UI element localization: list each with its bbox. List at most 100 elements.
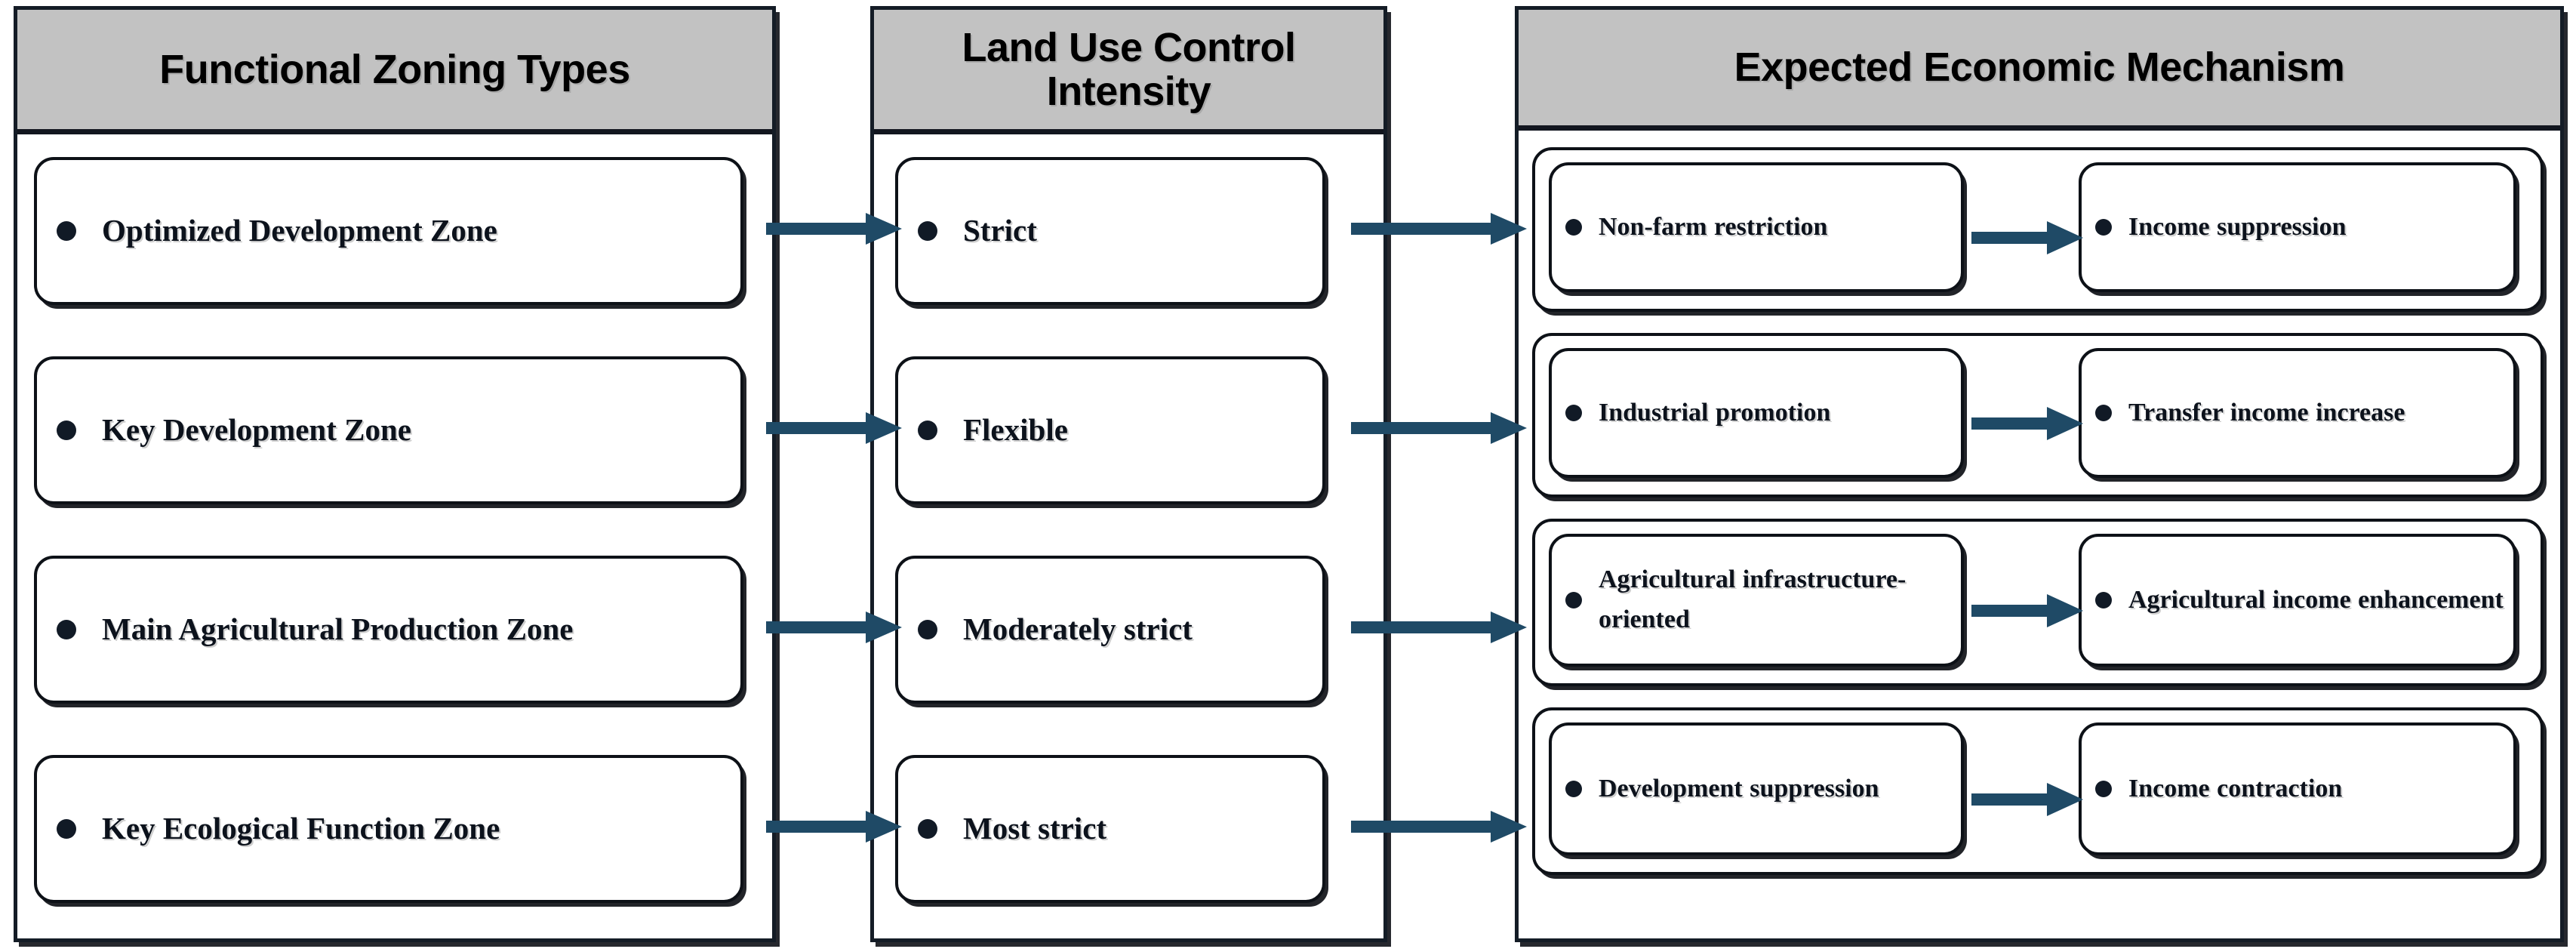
card-content: Flexible <box>898 406 1322 454</box>
panel-land-use-control-intensity: Land Use Control Intensity Strict Flexib… <box>870 6 1387 942</box>
card-label: Moderately strict <box>963 612 1193 647</box>
arrow-head <box>1491 612 1527 643</box>
card-key-development-zone[interactable]: Key Development Zone <box>34 356 743 504</box>
mechanism-cause-card-1[interactable]: Non-farm restriction <box>1549 162 1964 292</box>
arrow-shaft <box>1351 422 1494 434</box>
arrow-head <box>866 811 902 843</box>
mechanism-effect-card-2[interactable]: Transfer income increase <box>2079 348 2516 478</box>
bullet-icon <box>918 220 937 241</box>
mechanism-cause-label: Industrial promotion <box>1599 398 1831 427</box>
mechanism-cause-label: Agricultural infrastructure-oriented <box>1599 565 1907 633</box>
arrow-cause-to-effect-3 <box>1971 594 2083 627</box>
mechanism-group-2: Industrial promotion Transfer income inc… <box>1532 333 2544 498</box>
card-content: Strict <box>898 207 1322 255</box>
mechanism-group-4: Development suppression Income contracti… <box>1532 707 2544 875</box>
card-content: Key Ecological Function Zone <box>37 805 740 853</box>
arrow-zone-to-intensity-1 <box>766 213 902 245</box>
bullet-icon <box>1565 219 1582 236</box>
mechanism-group-3: Agricultural infrastructure-oriented Agr… <box>1532 519 2544 686</box>
bullet-icon <box>57 220 76 241</box>
card-content: Most strict <box>898 805 1322 853</box>
arrow-intensity-to-mechanism-3 <box>1351 612 1527 643</box>
bullet-icon <box>57 818 76 839</box>
arrow-shaft <box>1351 223 1494 235</box>
panel-header-expected-economic-mechanism: Expected Economic Mechanism <box>1519 10 2560 131</box>
bullet-icon <box>918 619 937 639</box>
arrow-shaft <box>766 821 870 833</box>
mechanism-cause-label: Development suppression <box>1599 774 1879 803</box>
card-label: Strict <box>963 213 1037 248</box>
arrow-shaft <box>1971 232 2051 244</box>
arrow-shaft <box>1351 621 1494 633</box>
card-label: Optimized Development Zone <box>102 213 497 248</box>
arrow-intensity-to-mechanism-4 <box>1351 811 1527 843</box>
card-content: Main Agricultural Production Zone <box>37 605 740 654</box>
arrow-intensity-to-mechanism-2 <box>1351 412 1527 444</box>
mechanism-group-1: Non-farm restriction Income suppression <box>1532 147 2544 312</box>
bullet-icon <box>918 420 937 440</box>
arrow-head <box>2047 783 2083 816</box>
panel-header-functional-zoning-types: Functional Zoning Types <box>17 10 772 134</box>
arrow-head <box>1491 412 1527 444</box>
card-strict[interactable]: Strict <box>895 157 1325 305</box>
panel-functional-zoning-types: Functional Zoning Types Optimized Develo… <box>14 6 776 942</box>
card-most-strict[interactable]: Most strict <box>895 755 1325 903</box>
arrow-cause-to-effect-1 <box>1971 221 2083 254</box>
bullet-icon <box>57 420 76 440</box>
mechanism-effect-label: Transfer income increase <box>2128 398 2405 427</box>
card-label: Most strict <box>963 811 1107 846</box>
arrow-zone-to-intensity-2 <box>766 412 902 444</box>
arrow-head <box>2047 407 2083 440</box>
bullet-icon <box>1565 405 1582 421</box>
mechanism-cause-card-2[interactable]: Industrial promotion <box>1549 348 1964 478</box>
panel-body-expected-economic-mechanism: Non-farm restriction Income suppression … <box>1519 131 2560 941</box>
card-content: Optimized Development Zone <box>37 207 740 255</box>
arrow-head <box>866 612 902 643</box>
mechanism-effect-label: Agricultural income enhancement <box>2128 585 2504 614</box>
card-content: Key Development Zone <box>37 406 740 454</box>
bullet-icon <box>2095 405 2112 421</box>
card-optimized-development-zone[interactable]: Optimized Development Zone <box>34 157 743 305</box>
arrow-zone-to-intensity-3 <box>766 612 902 643</box>
card-label: Key Ecological Function Zone <box>102 811 500 846</box>
mechanism-effect-card-1[interactable]: Income suppression <box>2079 162 2516 292</box>
arrow-shaft <box>1971 417 2051 430</box>
panel-body-functional-zoning-types: Optimized Development Zone Key Developme… <box>17 134 772 941</box>
mechanism-effect-label: Income contraction <box>2128 774 2343 803</box>
arrow-shaft <box>766 621 870 633</box>
card-label: Main Agricultural Production Zone <box>102 612 574 647</box>
card-moderately-strict[interactable]: Moderately strict <box>895 556 1325 704</box>
bullet-icon <box>1565 592 1582 608</box>
card-content: Moderately strict <box>898 605 1322 654</box>
card-label: Flexible <box>963 412 1068 448</box>
card-label: Key Development Zone <box>102 412 411 448</box>
card-main-agricultural-production-zone[interactable]: Main Agricultural Production Zone <box>34 556 743 704</box>
arrow-intensity-to-mechanism-1 <box>1351 213 1527 245</box>
arrow-head <box>866 213 902 245</box>
arrow-shaft <box>766 422 870 434</box>
arrow-cause-to-effect-2 <box>1971 407 2083 440</box>
arrow-head <box>1491 811 1527 843</box>
bullet-icon <box>2095 781 2112 797</box>
arrow-cause-to-effect-4 <box>1971 783 2083 816</box>
arrow-zone-to-intensity-4 <box>766 811 902 843</box>
card-key-ecological-function-zone[interactable]: Key Ecological Function Zone <box>34 755 743 903</box>
panel-title-text: Functional Zoning Types <box>159 46 630 92</box>
mechanism-effect-card-3[interactable]: Agricultural income enhancement <box>2079 534 2516 667</box>
panel-title-text: Expected Economic Mechanism <box>1734 45 2345 91</box>
arrow-shaft <box>1971 605 2051 617</box>
mechanism-effect-label: Income suppression <box>2128 212 2347 241</box>
arrow-head <box>2047 221 2083 254</box>
mechanism-cause-card-3[interactable]: Agricultural infrastructure-oriented <box>1549 534 1964 667</box>
mechanism-cause-label: Non-farm restriction <box>1599 212 1828 241</box>
panel-body-land-use-control-intensity: Strict Flexible Moderately strict Most <box>874 134 1383 941</box>
mechanism-effect-card-4[interactable]: Income contraction <box>2079 722 2516 855</box>
arrow-shaft <box>1351 821 1494 833</box>
panel-title-text: Land Use Control Intensity <box>962 24 1296 114</box>
mechanism-cause-card-4[interactable]: Development suppression <box>1549 722 1964 855</box>
bullet-icon <box>2095 219 2112 236</box>
card-flexible[interactable]: Flexible <box>895 356 1325 504</box>
arrow-head <box>866 412 902 444</box>
arrow-shaft <box>1971 793 2051 806</box>
